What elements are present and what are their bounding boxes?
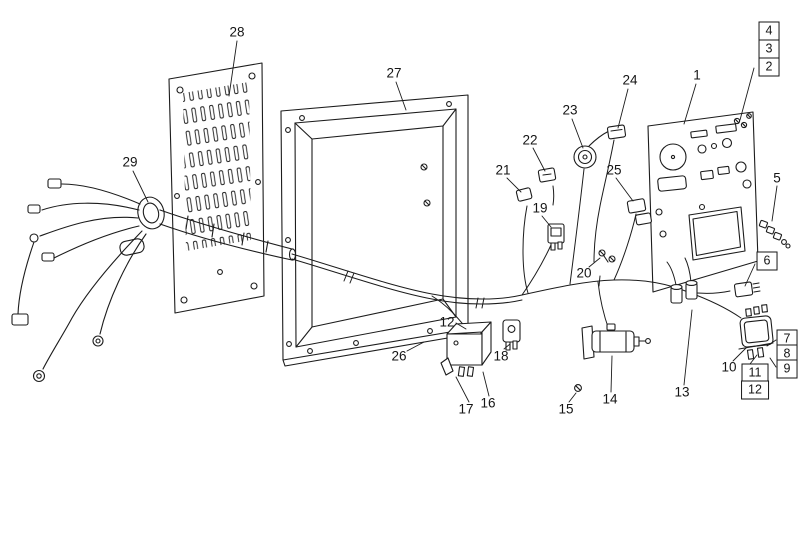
- switch-19: [547, 223, 565, 251]
- callout-28: 28: [229, 24, 245, 40]
- leader-lines: [132, 40, 778, 403]
- wiring-harness: [11, 178, 297, 383]
- round-connector-23: [573, 130, 610, 169]
- callout-11: 11: [741, 363, 769, 383]
- solenoid-14: [581, 323, 651, 360]
- control-panel-plate: [647, 111, 759, 293]
- relay-box-16: [446, 321, 492, 377]
- callout-20: 20: [576, 265, 592, 281]
- enclosure-box: [280, 94, 472, 367]
- callout-25: 25: [606, 162, 622, 178]
- callout-26: 26: [391, 348, 407, 364]
- callout-9: 9: [776, 359, 798, 379]
- callout-1: 1: [693, 67, 701, 83]
- callout-12-b: 12: [741, 380, 769, 400]
- callout-16: 16: [480, 395, 496, 411]
- callout-10: 10: [721, 359, 737, 375]
- callout-4: 4: [758, 21, 780, 41]
- hardware-set: [758, 219, 791, 249]
- connectors-13: [670, 280, 698, 304]
- callout-6: 6: [756, 251, 778, 271]
- callout-5: 5: [773, 170, 781, 186]
- connector-22: [537, 167, 557, 183]
- connector-25: [626, 198, 652, 226]
- callout-23: 23: [562, 102, 578, 118]
- callout-13: 13: [674, 384, 690, 400]
- callout-21: 21: [495, 162, 511, 178]
- callout-7: 7: [776, 329, 798, 349]
- relay-10: [738, 304, 774, 360]
- perforated-panel: [168, 62, 265, 314]
- callout-17: 17: [458, 401, 474, 417]
- panel-mounting-screws: [733, 113, 752, 129]
- connector-24: [606, 124, 627, 140]
- callout-12-a: 12: [439, 314, 455, 330]
- screws-20: [598, 249, 616, 263]
- callout-22: 22: [522, 132, 538, 148]
- callout-18: 18: [493, 348, 509, 364]
- callout-29: 29: [122, 154, 138, 170]
- screw-15: [574, 384, 582, 392]
- connector-6: [733, 281, 761, 298]
- callout-19: 19: [532, 200, 548, 216]
- callout-14: 14: [602, 391, 618, 407]
- callout-27: 27: [386, 65, 402, 81]
- switch-18: [502, 319, 521, 351]
- callout-2: 2: [758, 57, 780, 77]
- bracket-17: [440, 357, 454, 376]
- callout-3: 3: [758, 39, 780, 59]
- callout-15: 15: [558, 401, 574, 417]
- callout-24: 24: [622, 72, 638, 88]
